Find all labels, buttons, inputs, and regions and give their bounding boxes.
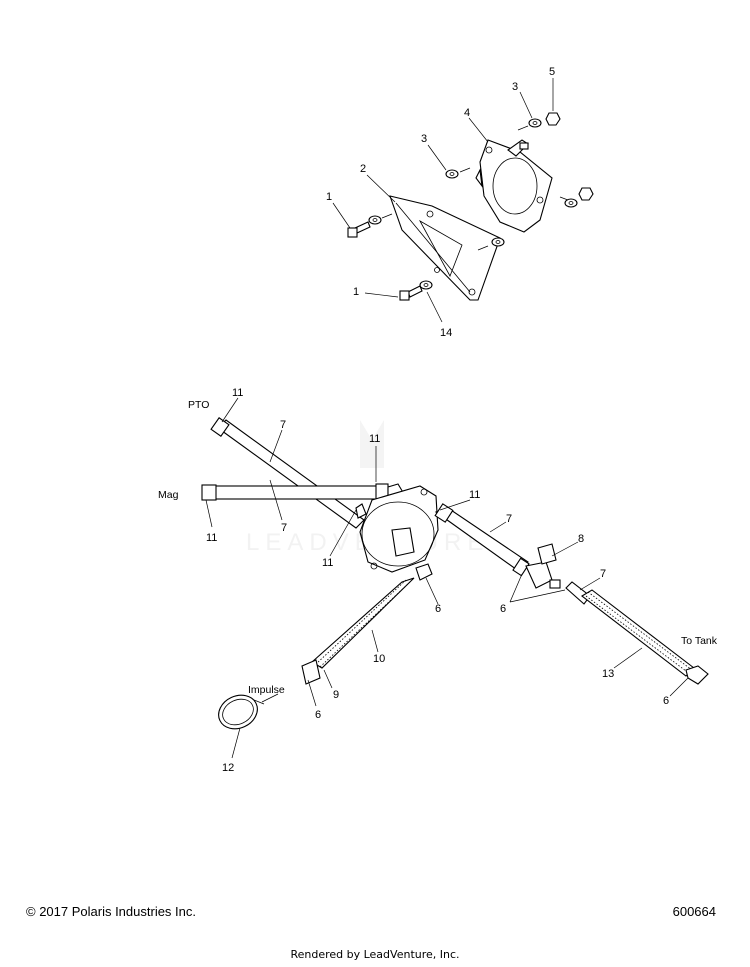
callout-6b: 6: [500, 603, 506, 615]
callout-5: 5: [549, 66, 555, 78]
fuel-pump-cover: [475, 139, 553, 233]
callout-2: 2: [360, 163, 366, 175]
callout-11e: 11: [469, 489, 480, 501]
callout-1b: 1: [353, 286, 359, 298]
label-pto: PTO: [188, 399, 209, 411]
callout-11d: 11: [322, 557, 333, 569]
fuel-pump-body: [355, 485, 439, 573]
callout-8: 8: [578, 533, 584, 545]
callout-10: 10: [373, 653, 385, 665]
callout-14: 14: [440, 327, 452, 339]
callout-1a: 1: [326, 191, 332, 203]
callout-12: 12: [222, 762, 234, 774]
hardware-top: [347, 112, 594, 301]
mounting-bracket: [389, 195, 501, 301]
hose-to-tank: [565, 581, 709, 685]
label-to-tank: To Tank: [681, 635, 718, 647]
callout-13: 13: [602, 668, 614, 680]
label-mag: Mag: [158, 489, 179, 501]
label-impulse: Impulse: [248, 684, 285, 696]
callout-11a: 11: [232, 387, 243, 399]
callout-6a: 6: [435, 603, 441, 615]
assembly-lines-top: [381, 125, 569, 251]
fuel-shutoff-valve: [525, 543, 561, 589]
rendered-by-text: Rendered by LeadVenture, Inc.: [290, 948, 460, 961]
callout-7d: 7: [600, 568, 606, 580]
callout-11c: 11: [206, 532, 217, 544]
callout-leaders-top: [332, 78, 554, 323]
callout-3b: 3: [421, 133, 427, 145]
callout-3a: 3: [512, 81, 518, 93]
hose-impulse: [301, 563, 433, 685]
callout-7c: 7: [506, 513, 512, 525]
hose-outlet: [434, 503, 530, 577]
callout-11b: 11: [369, 433, 380, 445]
callout-4: 4: [464, 107, 470, 119]
hose-mag: [201, 483, 405, 502]
callout-6d: 6: [663, 695, 669, 707]
figure-number: 600664: [672, 904, 716, 919]
impulse-clamp: [218, 694, 265, 730]
callout-leaders-bottom: [205, 397, 689, 759]
hose-pto: [210, 417, 365, 529]
callout-9: 9: [333, 689, 339, 701]
callout-7b: 7: [281, 522, 287, 534]
callout-6c: 6: [315, 709, 321, 721]
callout-7a: 7: [280, 419, 286, 431]
copyright-text: © 2017 Polaris Industries Inc.: [26, 904, 196, 919]
